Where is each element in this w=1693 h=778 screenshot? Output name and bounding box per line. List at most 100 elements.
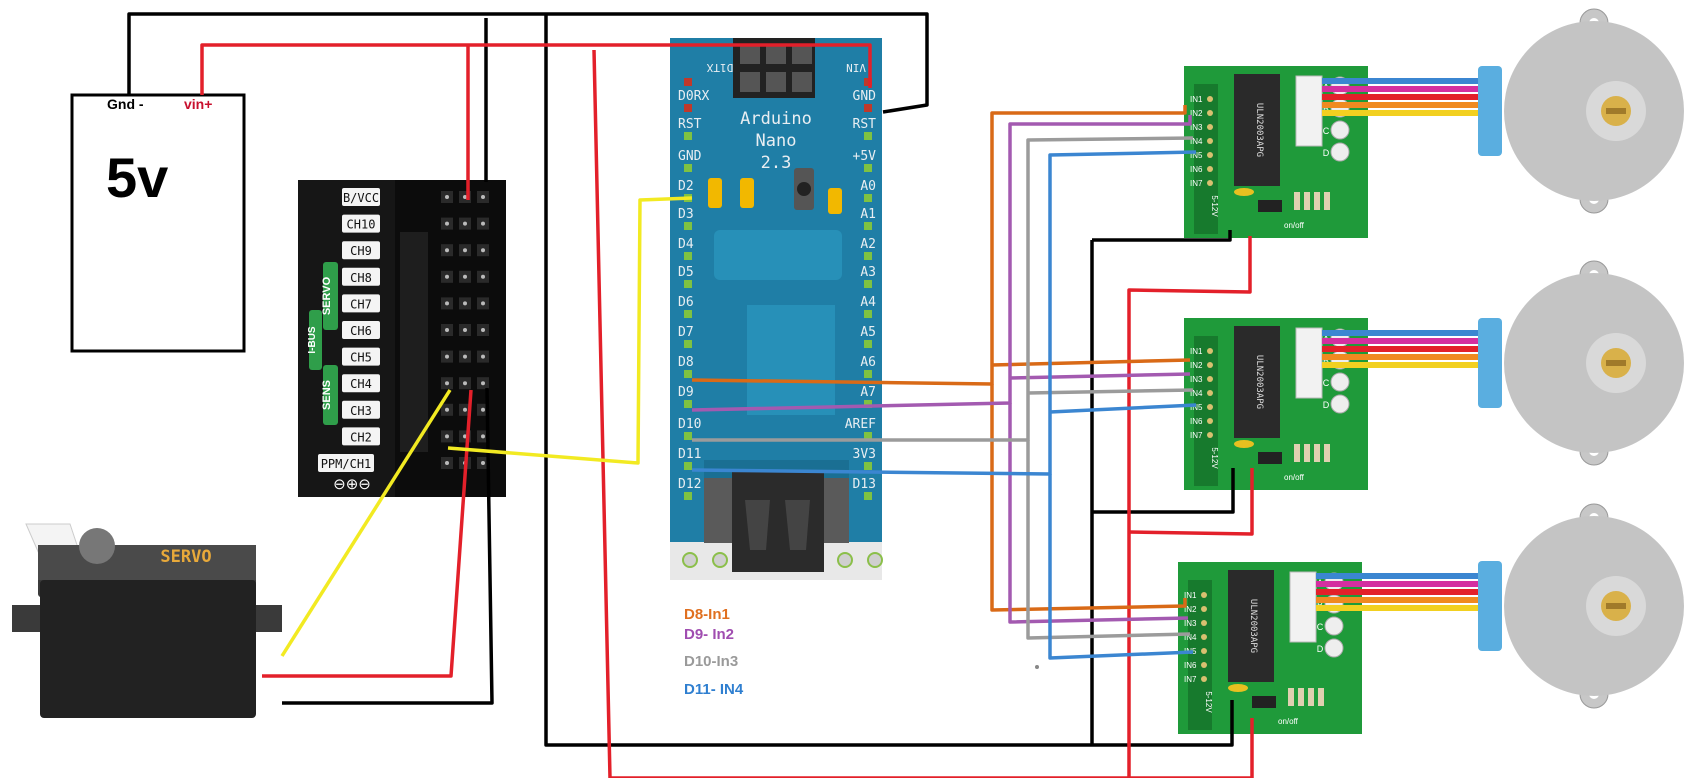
resistor <box>1318 688 1324 706</box>
nano-pin-label: A4 <box>860 295 876 310</box>
nano-pin-label: D7 <box>678 325 694 340</box>
psu-vin-label: vin+ <box>184 96 213 112</box>
driver-input-label: IN1 <box>1190 347 1203 356</box>
channel-label: CH3 <box>350 404 372 418</box>
group-ibus: I-BUS <box>307 326 318 354</box>
wire-d8 <box>691 105 1187 386</box>
nano-pin-label: A3 <box>860 265 876 280</box>
driver-input-label: IN7 <box>1190 431 1203 440</box>
psu-gnd-label: Gnd - <box>107 96 144 112</box>
wire-d9 <box>691 115 1192 412</box>
driver-led-label: C <box>1323 378 1330 388</box>
switch-label: on/off <box>1284 473 1305 482</box>
driver-input-label: IN4 <box>1190 137 1203 146</box>
nano-pin-label: D4 <box>678 237 694 252</box>
resistor <box>1324 444 1330 462</box>
nano-pin-label: D2 <box>678 179 694 194</box>
channel-label: B/VCC <box>343 191 379 205</box>
icsp-pin <box>792 44 812 64</box>
wire-gnd-psu <box>127 12 929 114</box>
wire-gnd-drv1 <box>1092 230 1232 242</box>
wire-servo-signal <box>280 389 452 657</box>
mount-hole <box>712 552 728 568</box>
legend-d8: D8-In1 <box>684 606 730 623</box>
nano-pin-led <box>684 340 692 348</box>
wire-signal-rx <box>447 196 693 465</box>
mount-hole <box>837 552 853 568</box>
power-jumper <box>1258 452 1282 464</box>
wires <box>127 12 1254 778</box>
channel-label: CH9 <box>350 244 372 258</box>
channel-label: CH6 <box>350 324 372 338</box>
nano-pin-led <box>684 164 692 172</box>
icsp-pin <box>740 72 760 92</box>
driver-input-label: IN6 <box>1190 165 1203 174</box>
nano-pin-label: D13 <box>853 477 876 492</box>
nano-pin-led <box>864 370 872 378</box>
nano-pin-label: D3 <box>678 207 694 222</box>
driver-input-label: IN3 <box>1190 375 1203 384</box>
resistor <box>1308 688 1314 706</box>
resistor <box>1294 444 1300 462</box>
uln-chip <box>1234 326 1280 438</box>
wire-servo-gnd <box>282 387 494 705</box>
wire-vin-bus <box>592 49 1254 778</box>
switch-label: on/off <box>1284 221 1305 230</box>
nano-pin-label: A6 <box>860 355 876 370</box>
driver-led <box>1330 120 1350 140</box>
driver-led-label: D <box>1317 644 1324 654</box>
driver-led <box>1330 372 1350 392</box>
wire-vin-drv1 <box>1127 236 1252 778</box>
resistor <box>1304 192 1310 210</box>
mount-hole <box>867 552 883 568</box>
nano-pin-label: D11 <box>678 447 701 462</box>
channel-label-bg <box>318 454 374 472</box>
driver-led <box>1324 616 1344 636</box>
arduino-nano: Arduino Nano 2.3 D1TXD0RXRSTGNDD2D3D4D5D… <box>670 38 883 580</box>
group-servo: SERVO <box>321 276 333 315</box>
nano-pin-led <box>684 280 692 288</box>
nano-pin-led <box>864 78 872 86</box>
driver-input-label: IN3 <box>1190 123 1203 132</box>
nano-pin-label: D12 <box>678 477 701 492</box>
uln-chip <box>1234 74 1280 186</box>
driver-led-label: D <box>1323 400 1330 410</box>
stepper-motor-2 <box>1322 260 1684 466</box>
receiver-symbols: ⊖⊕⊖ <box>333 476 371 493</box>
nano-pin-led <box>684 310 692 318</box>
legend-d10: D10-In3 <box>684 653 739 670</box>
group-sens: SENS <box>321 380 333 410</box>
voltage-label: 5-12V <box>1210 447 1219 469</box>
channel-label-bg <box>342 267 380 286</box>
channel-label: PPM/CH1 <box>321 457 372 471</box>
driver-input-label: IN7 <box>1184 675 1197 684</box>
chip-label: ULN2003APG <box>1254 103 1264 157</box>
driver-input-label: IN2 <box>1184 605 1197 614</box>
channel-label: CH4 <box>350 377 372 391</box>
channel-label: CH8 <box>350 271 372 285</box>
nano-pin-led <box>864 462 872 470</box>
driver-input-label: IN5 <box>1190 151 1203 160</box>
resistor <box>1314 444 1320 462</box>
channel-label: CH10 <box>347 218 376 232</box>
servo-motor: SERVO <box>12 523 282 718</box>
driver-led <box>1330 394 1350 414</box>
nano-pin-label: +5V <box>853 149 877 164</box>
nano-pin-label: A2 <box>860 237 876 252</box>
channel-label: CH7 <box>350 297 372 311</box>
driver-input-label: IN4 <box>1184 633 1197 642</box>
driver-input-label: IN2 <box>1190 109 1203 118</box>
channel-label: CH5 <box>350 351 372 365</box>
wire-gnd-bus <box>544 14 1234 747</box>
motor-connector <box>1295 75 1323 147</box>
wire-servo-vcc <box>262 389 473 678</box>
nano-pin-led <box>864 492 872 500</box>
channel-label-bg <box>342 321 380 339</box>
nano-title-3: 2.3 <box>761 153 792 173</box>
nano-pin-label: D9 <box>678 385 694 400</box>
nano-pin-label: D6 <box>678 295 694 310</box>
nano-pin-led <box>684 492 692 500</box>
icsp-pin <box>740 44 760 64</box>
driver-led-label: C <box>1323 126 1330 136</box>
wire-vin <box>200 43 872 95</box>
